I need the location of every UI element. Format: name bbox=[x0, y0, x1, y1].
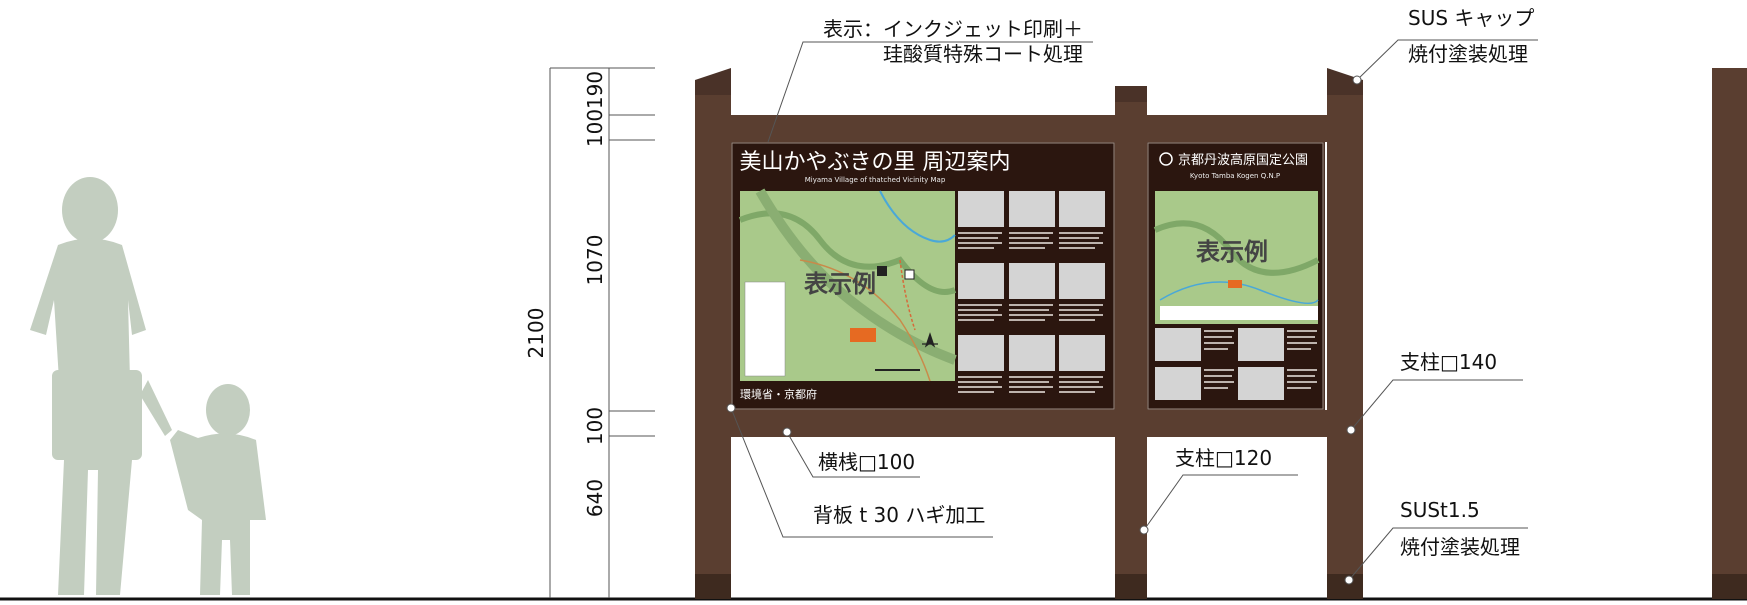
main-sign-footer: 環境省・京都府 bbox=[740, 387, 817, 401]
dim-panel: 1070 bbox=[583, 235, 607, 286]
leader-lines bbox=[730, 39, 1538, 581]
main-example-mark: 表示例 bbox=[804, 270, 876, 298]
park-emblem-icon bbox=[1159, 152, 1173, 166]
side-map-location-marker bbox=[1228, 280, 1242, 288]
child-silhouette bbox=[170, 384, 266, 595]
note-post-140: 支柱□140 bbox=[1400, 350, 1497, 374]
post-140-left bbox=[695, 68, 731, 599]
note-base-line2: 焼付塗装処理 bbox=[1400, 535, 1520, 559]
side-map-legend-strip bbox=[1160, 306, 1318, 320]
side-sign-panel: 京都丹波高原国定公園 Kyoto Tamba Kogen Q.N.P 表示例 bbox=[1147, 142, 1324, 410]
side-sign-title: 京都丹波高原国定公園 bbox=[1178, 152, 1308, 168]
map-legend-box bbox=[744, 281, 786, 377]
main-sign-title: 美山かやぶきの里 周辺案内 bbox=[740, 150, 1011, 175]
dim-top-cap: 190 bbox=[583, 71, 607, 109]
side-example-mark: 表示例 bbox=[1196, 238, 1268, 266]
note-backboard: 背板 t 30 ハギ加工 bbox=[813, 503, 985, 527]
map-current-location-marker bbox=[850, 328, 876, 342]
leader-endpoints bbox=[726, 75, 1362, 585]
map-parking-icon bbox=[877, 266, 887, 276]
note-cap-line1: SUS キャップ bbox=[1408, 6, 1534, 30]
dimension-chain bbox=[549, 67, 655, 598]
dim-top-rail: 100 bbox=[583, 109, 607, 147]
post-120-middle bbox=[1115, 86, 1147, 599]
top-crossbar bbox=[725, 115, 1330, 142]
main-info-text-lines bbox=[958, 232, 1103, 393]
side-sign-subtitle: Kyoto Tamba Kogen Q.N.P bbox=[1190, 172, 1280, 180]
map-north-arrow-icon bbox=[922, 332, 938, 348]
map-parking-icon-2 bbox=[904, 269, 915, 280]
side-info-grid bbox=[1155, 328, 1284, 400]
note-post-120: 支柱□120 bbox=[1175, 446, 1272, 470]
side-map: 表示例 bbox=[1153, 191, 1320, 324]
dim-bottom-rail: 100 bbox=[583, 407, 607, 445]
main-info-grid bbox=[958, 191, 1105, 371]
note-base-line1: SUSt1.5 bbox=[1400, 498, 1480, 522]
note-crossbar: 横桟□100 bbox=[818, 450, 915, 474]
side-info-text-lines bbox=[1204, 330, 1317, 389]
note-print-line2: 珪酸質特殊コート処理 bbox=[883, 42, 1083, 66]
adult-silhouette bbox=[30, 177, 172, 595]
post-140-right bbox=[1327, 68, 1363, 599]
post-partial-far-right bbox=[1712, 68, 1747, 599]
main-sign-subtitle: Miyama Village of thatched Vicinity Map bbox=[805, 176, 946, 184]
human-scale-silhouettes bbox=[30, 177, 266, 595]
note-print-line1: 表示：インクジェット印刷＋ bbox=[823, 17, 1083, 41]
dim-clearance: 640 bbox=[583, 479, 607, 517]
dim-total: 2100 bbox=[524, 308, 548, 359]
note-cap-line2: 焼付塗装処理 bbox=[1408, 42, 1528, 66]
main-map: 表示例 bbox=[738, 188, 957, 382]
bottom-crossbar bbox=[725, 410, 1330, 437]
main-sign-panel: 美山かやぶきの里 周辺案内 Miyama Village of thatched… bbox=[731, 142, 1115, 410]
